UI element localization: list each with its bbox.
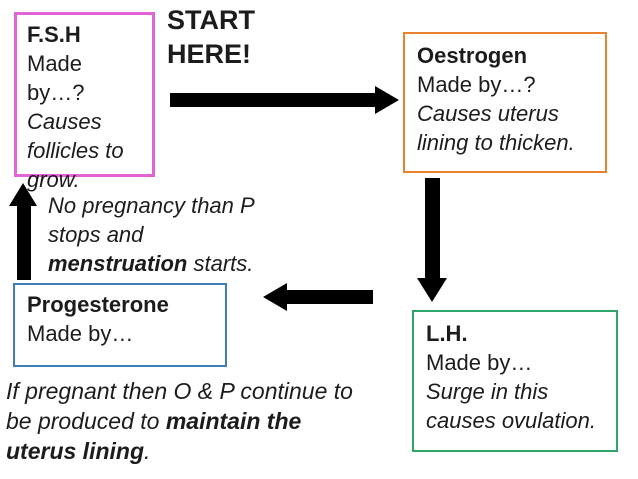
fsh-title: F.S.H <box>27 22 81 47</box>
arrow-right-icon <box>375 86 399 114</box>
note-bold-text: maintain the uterus lining <box>6 407 302 464</box>
fsh-box: F.S.H Made by…? Causes follicles to grow… <box>14 12 155 192</box>
progesterone-made-by: Made by… <box>27 321 134 347</box>
note-text: starts. <box>187 251 254 277</box>
lh-made-by: Made by… <box>426 350 533 376</box>
oestrogen-box: Oestrogen Made by…? Causes uterus lining… <box>403 32 607 173</box>
if-pregnant-note: If pregnant then O & P continue to be pr… <box>6 377 354 467</box>
note-bold-text: menstruation <box>48 251 188 277</box>
arrow-shaft <box>17 205 31 280</box>
arrow-down-icon <box>417 278 447 302</box>
arrow-left-icon <box>263 283 287 311</box>
progesterone-box: Progesterone Made by… <box>13 283 227 367</box>
fsh-effect: Causes follicles to grow. <box>27 109 124 193</box>
arrow-oestrogen-to-lh <box>417 178 447 302</box>
oestrogen-title: Oestrogen <box>417 43 528 68</box>
fsh-made-by: Made by…? <box>27 51 85 106</box>
oestrogen-effect: Causes uterus lining to thicken. <box>417 101 575 156</box>
oestrogen-made-by: Made by…? <box>417 72 536 98</box>
arrow-progesterone-to-fsh <box>9 183 38 280</box>
arrow-shaft <box>170 93 376 107</box>
progesterone-title: Progesterone <box>27 292 169 317</box>
start-here-label: START HERE! <box>167 5 255 69</box>
lh-effect: Surge in this causes ovulation. <box>426 379 596 434</box>
lh-title: L.H. <box>426 321 468 346</box>
lh-box: L.H. Made by… Surge in this causes ovula… <box>412 310 618 452</box>
arrow-shaft <box>286 290 373 304</box>
note-text: No pregnancy than P stops and <box>48 193 254 248</box>
arrow-up-icon <box>9 183 37 206</box>
note-text: . <box>144 437 151 464</box>
arrow-lh-to-progesterone <box>263 283 373 312</box>
arrow-start-to-oestrogen <box>170 86 399 114</box>
arrow-shaft <box>425 178 440 279</box>
no-pregnancy-note: No pregnancy than P stops and menstruati… <box>48 191 280 278</box>
note-text: If pregnant then O & P continue to be pr… <box>6 378 353 434</box>
